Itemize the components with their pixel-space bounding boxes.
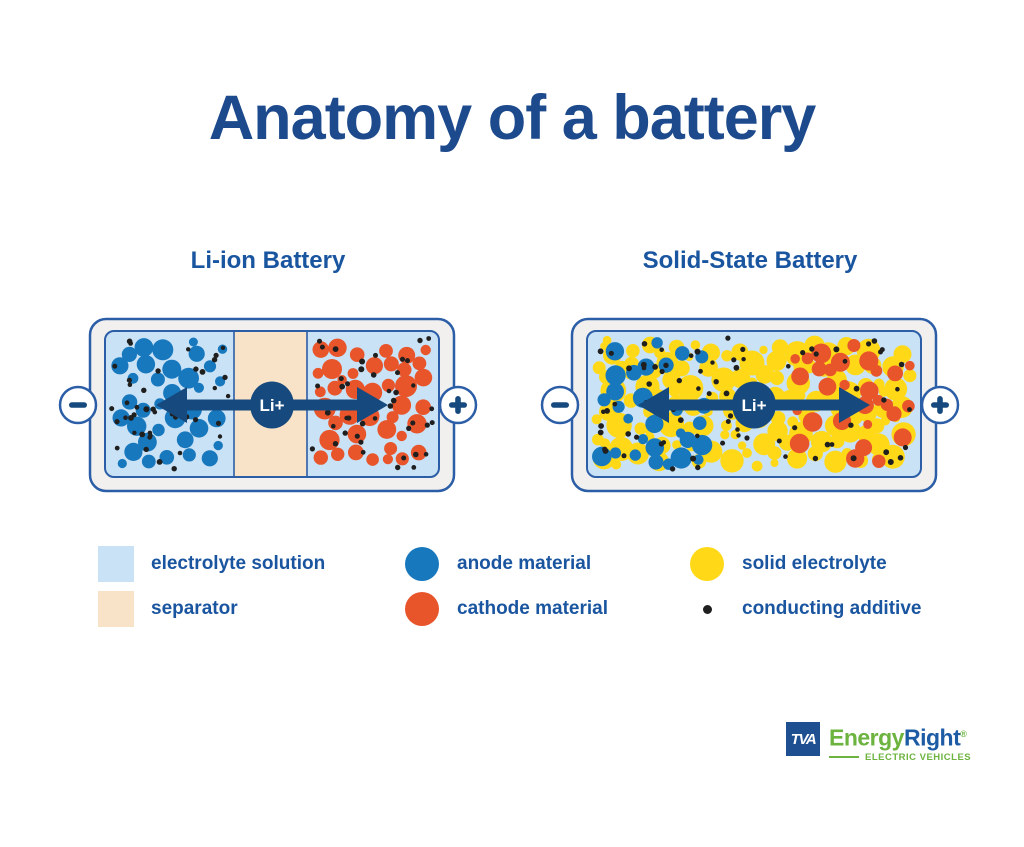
legend-label: separator [151, 598, 238, 619]
legend-item-solid-electrolyte: solid electrolyte [689, 545, 887, 583]
legend-label: cathode material [457, 598, 608, 619]
logo-tagline-row: ELECTRIC VEHICLES [829, 752, 971, 763]
legend-item-separator: separator [98, 590, 238, 628]
negative-terminal-icon [540, 385, 580, 425]
positive-terminal-icon [438, 385, 478, 425]
energyright-wordmark: EnergyRight® [829, 722, 971, 750]
legend-label: anode material [457, 553, 592, 574]
tva-energyright-logo: TVA EnergyRight® ELECTRIC VEHICLES [786, 722, 971, 763]
legend-item-conducting-additive: conducting additive [689, 590, 921, 628]
brand-energy: Energy [829, 724, 904, 751]
ion-label: Li+ [259, 396, 284, 415]
anode-material-swatch [404, 546, 440, 582]
ion-badge [250, 381, 294, 429]
solid-state-battery-heading: Solid-State Battery [642, 247, 858, 274]
negative-terminal-icon [58, 385, 98, 425]
cathode-material-swatch [404, 591, 440, 627]
li-ion-battery-heading: Li-ion Battery [190, 247, 346, 274]
tva-logo-icon: TVA [786, 722, 820, 756]
conducting-additive-swatch [689, 591, 725, 627]
separator-swatch [98, 591, 134, 627]
logo-tagline: ELECTRIC VEHICLES [865, 751, 972, 763]
legend-item-electrolyte-solution: electrolyte solution [98, 545, 325, 583]
electrolyte-solution-swatch [98, 546, 134, 582]
brand-right: Right [903, 724, 961, 751]
page-title: Anatomy of a battery [208, 83, 817, 153]
ion-badge [732, 381, 776, 429]
ion-label: Li+ [741, 396, 766, 415]
legend-item-anode-material: anode material [404, 545, 591, 583]
legend-label: electrolyte solution [151, 553, 326, 574]
registered-mark: ® [960, 729, 967, 739]
solid-electrolyte-swatch [689, 546, 725, 582]
legend-item-cathode-material: cathode material [404, 590, 608, 628]
solid-state-battery-diagram: Li+ [540, 317, 960, 493]
positive-terminal-icon [920, 385, 960, 425]
legend-label: conducting additive [742, 598, 922, 619]
li-ion-battery-diagram: Li+ [58, 317, 478, 493]
legend-label: solid electrolyte [742, 553, 887, 574]
tagline-rule [829, 756, 859, 759]
